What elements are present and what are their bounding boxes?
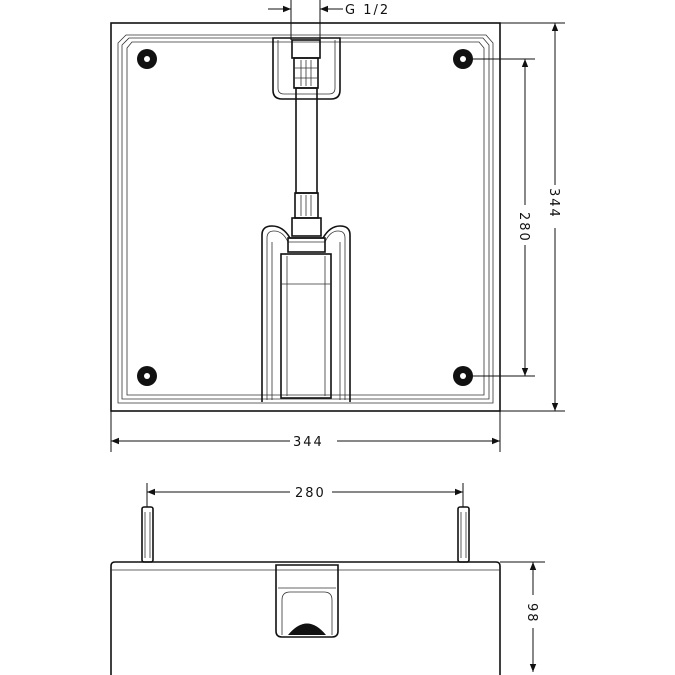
cartridge: [280, 253, 332, 399]
thread-size-label: G 1/2: [345, 3, 390, 18]
stud-spacing-dimension: 280: [295, 486, 326, 501]
depth-dimension: 98: [524, 603, 539, 624]
width-dimension: 344: [293, 435, 324, 450]
side-view: 280 98: [110, 483, 545, 675]
threaded-stud: [457, 506, 470, 563]
outlet-opening: [288, 623, 326, 635]
mounting-holes: [137, 49, 473, 386]
hose: [295, 87, 318, 194]
housing-outline: [110, 22, 501, 412]
connection-recess: [275, 564, 339, 638]
hole-spacing-dimension: 280: [516, 212, 531, 243]
threaded-stud: [141, 506, 154, 563]
connection-cup: [272, 37, 341, 100]
connector-nut: [291, 39, 321, 59]
inner-frame: [117, 34, 494, 404]
housing-side: [110, 561, 501, 675]
top-view: G 1/2 280 344 344: [110, 0, 565, 452]
height-dimension: 344: [546, 188, 561, 219]
